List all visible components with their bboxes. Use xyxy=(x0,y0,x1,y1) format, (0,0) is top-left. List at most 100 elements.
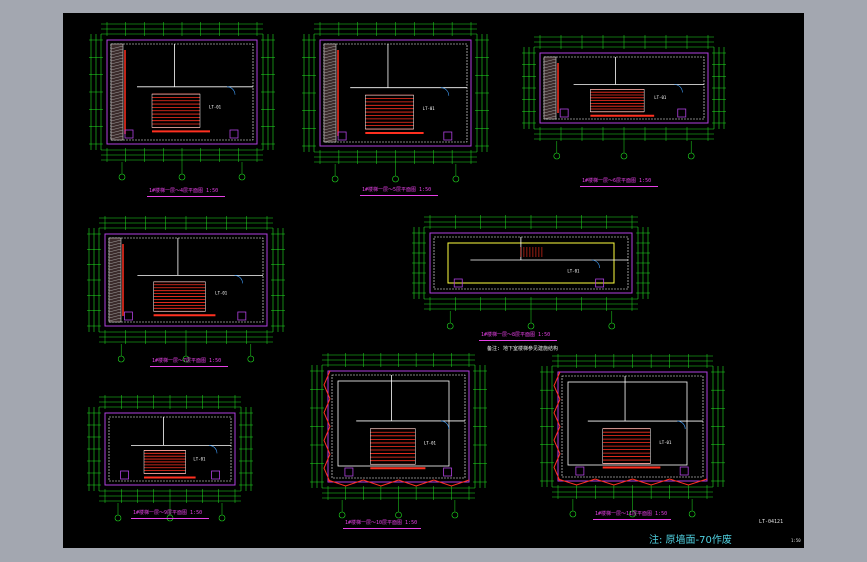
axis-bubble xyxy=(338,511,346,519)
hatch-line xyxy=(110,81,124,86)
hatch-line xyxy=(543,70,557,75)
hatch-line xyxy=(108,284,122,289)
hatch-line xyxy=(110,132,124,137)
hatch-line xyxy=(543,61,557,66)
hatch-line xyxy=(323,84,337,89)
plan-caption-5: 1#楼梯一层～8层平面图 1:50 xyxy=(481,332,551,338)
hatch-line xyxy=(543,100,557,105)
axis-bubble xyxy=(608,322,616,330)
hatch-line xyxy=(543,106,557,111)
hatch-line xyxy=(108,245,122,250)
hatch-line xyxy=(323,111,337,116)
plan-caption-4: 1#楼梯一层～7层平面图 1:50 xyxy=(152,358,222,364)
hatch-line xyxy=(323,138,337,143)
hatch-line xyxy=(543,115,557,120)
inner-wall-4 xyxy=(108,237,264,323)
hatch-line xyxy=(323,51,337,56)
inner-wall-1 xyxy=(110,43,254,141)
hatch-line xyxy=(110,60,124,65)
axis-bubble xyxy=(688,510,696,518)
stair-hall xyxy=(337,380,450,467)
axis-bubble xyxy=(446,322,454,330)
caption-underline-6 xyxy=(131,518,209,519)
level-tag: LT-01 xyxy=(567,269,580,274)
hatch-line xyxy=(323,108,337,113)
hatch-line xyxy=(543,85,557,90)
hatch-line xyxy=(108,275,122,280)
column xyxy=(344,467,354,477)
hatch-line xyxy=(543,58,557,63)
hatch-line xyxy=(108,266,122,271)
hatch-line xyxy=(323,75,337,80)
level-tag: LT-01 xyxy=(423,106,436,111)
level-tag: LT-01 xyxy=(193,457,206,462)
hatch-line xyxy=(323,78,337,83)
column xyxy=(677,108,687,118)
hatch-line xyxy=(108,278,122,283)
sheet-note: 注: 原墙面-70作废 xyxy=(649,535,732,546)
axis-bubble xyxy=(569,510,577,518)
hatch-line xyxy=(323,105,337,110)
hatch-line xyxy=(110,66,124,71)
axis-bubble xyxy=(247,355,255,363)
axis-bubble xyxy=(629,510,636,518)
caption-underline-4 xyxy=(150,366,228,367)
hatch-line xyxy=(110,51,124,56)
caption-underline-7 xyxy=(343,528,421,529)
axis-bubble xyxy=(395,511,402,519)
hatch-line xyxy=(108,296,122,301)
column xyxy=(124,129,134,139)
plan-caption-6: 1#楼梯一层～9层平面图 1:50 xyxy=(133,510,203,516)
hatch-line xyxy=(323,114,337,119)
column xyxy=(211,470,221,480)
hatch-line xyxy=(543,73,557,78)
hatch-line xyxy=(323,117,337,122)
hatched-wall xyxy=(543,56,557,120)
axis-bubble xyxy=(114,514,122,522)
hatch-line xyxy=(323,66,337,71)
hatch-line xyxy=(110,57,124,62)
column xyxy=(679,466,689,476)
inner-wall-5 xyxy=(433,236,629,290)
zigzag-facade-side xyxy=(323,370,331,483)
hatch-line xyxy=(323,123,337,128)
hatch-line xyxy=(323,93,337,98)
plan-extra-note: 备注: 地下室楼梯参见建施结构 xyxy=(487,346,559,352)
hatch-line xyxy=(110,129,124,134)
hatch-line xyxy=(543,91,557,96)
plan-caption-1: 1#楼梯一层～4层平面图 1:50 xyxy=(149,188,219,194)
level-tag: LT-01 xyxy=(659,440,672,445)
plan-outline-2 xyxy=(319,39,472,147)
hatch-line xyxy=(110,102,124,107)
hatch-line xyxy=(108,239,122,244)
axis-bubble xyxy=(218,514,226,522)
inner-wall-7 xyxy=(331,374,466,479)
hatch-line xyxy=(323,132,337,137)
hatch-line xyxy=(110,87,124,92)
stair-flight xyxy=(143,450,186,474)
hatch-line xyxy=(543,97,557,102)
hatch-line xyxy=(108,311,122,316)
hatch-line xyxy=(110,90,124,95)
hatch-line xyxy=(108,290,122,295)
hatch-line xyxy=(110,93,124,98)
hatch-line xyxy=(543,76,557,81)
axis-bubble xyxy=(452,175,460,183)
stair-flight xyxy=(590,89,645,113)
hatch-line xyxy=(323,90,337,95)
plan-outline-7 xyxy=(327,370,470,483)
caption-underline-5 xyxy=(479,340,557,341)
hatch-line xyxy=(108,299,122,304)
level-tag: LT-01 xyxy=(215,291,228,296)
hatched-wall xyxy=(110,43,124,141)
axis-bubble xyxy=(451,511,459,519)
plan-outline-8 xyxy=(557,371,708,482)
hatch-line xyxy=(543,82,557,87)
door-swing xyxy=(208,445,218,454)
hatch-line xyxy=(108,293,122,298)
hatch-line xyxy=(110,99,124,104)
axis-bubble xyxy=(178,173,186,181)
inner-wall-2 xyxy=(323,43,468,143)
hatch-line xyxy=(108,251,122,256)
caption-underline-2 xyxy=(360,195,438,196)
